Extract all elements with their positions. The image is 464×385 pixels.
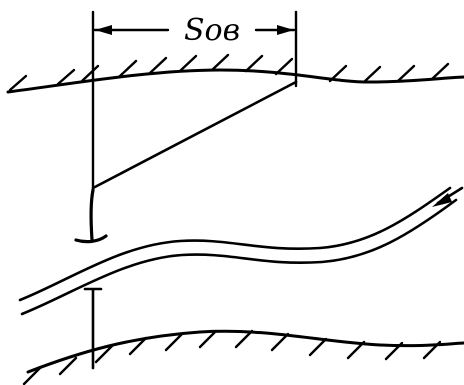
upper-wall	[6, 53, 464, 94]
flow-arrow	[432, 186, 464, 207]
dimension-arrow-left	[95, 25, 112, 35]
gap-marker	[83, 287, 103, 370]
upper-wall-hatching	[8, 53, 450, 92]
upper-wall-surface	[6, 68, 464, 94]
dimension-s-ob: Sов	[91, 10, 298, 194]
dimension-arrow-right	[277, 25, 294, 35]
dimension-label: Sов	[184, 13, 240, 48]
tube-lower-edge	[20, 198, 458, 316]
lower-wall-hatching	[22, 329, 442, 385]
hook-tip	[74, 188, 108, 244]
lower-wall	[22, 329, 464, 385]
tube-upper-edge	[18, 186, 452, 302]
lower-wall-surface	[26, 329, 464, 374]
inclined-line	[91, 80, 298, 190]
channel-tube	[18, 186, 458, 316]
